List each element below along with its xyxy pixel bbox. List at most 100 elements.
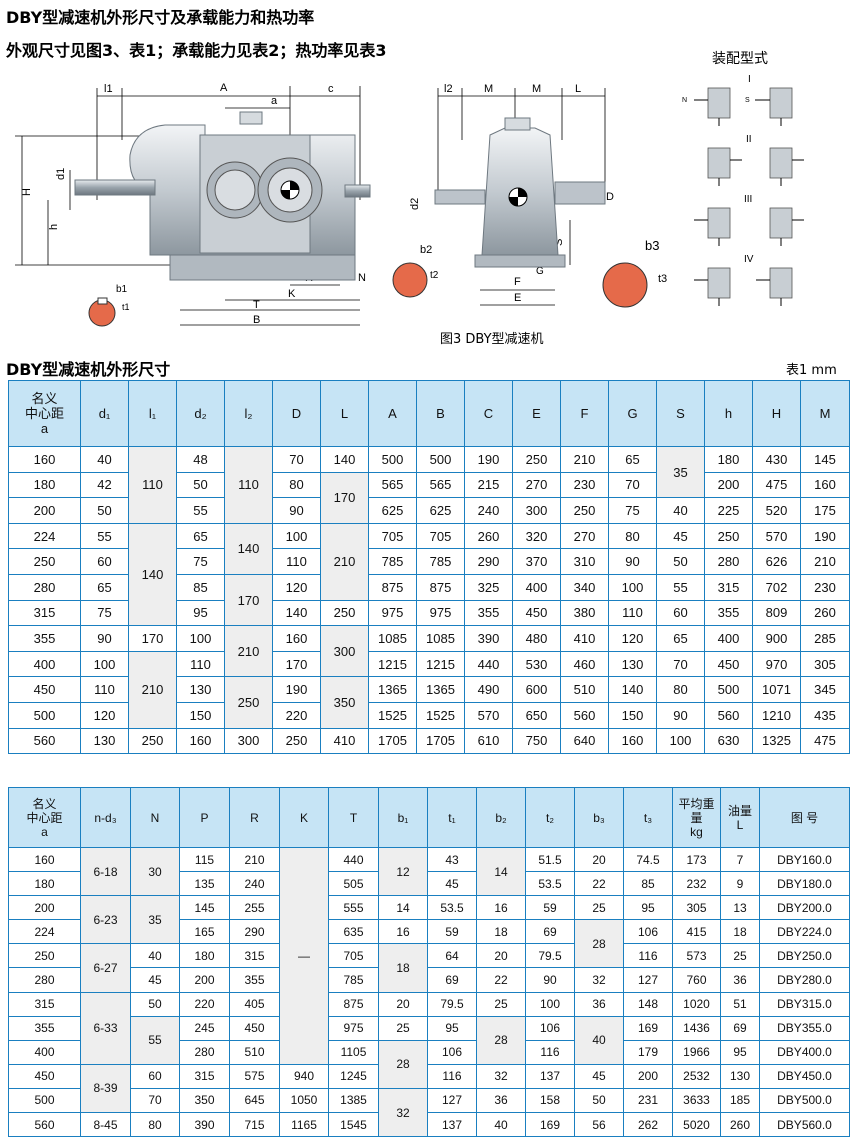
table-cell: 975 <box>416 599 465 627</box>
table-cell: 170 <box>272 650 321 678</box>
table-cell: 785 <box>416 548 465 575</box>
table-cell: 500 <box>8 1087 81 1114</box>
table-cell: 200 <box>8 497 81 524</box>
table-cell: 480 <box>512 625 561 652</box>
dim-label-b2: b2 <box>420 244 432 256</box>
table-cell: 130 <box>608 650 657 678</box>
table-cell: 300 <box>512 497 561 524</box>
table-cell: 705 <box>368 522 417 550</box>
dim-label-N: N <box>358 272 366 284</box>
table-cell: 510 <box>229 1039 280 1065</box>
table-cell: 90 <box>80 625 129 652</box>
table-cell: 460 <box>560 650 609 678</box>
table-cell: 40 <box>476 1112 526 1138</box>
table-cell: 345 <box>800 676 850 703</box>
table-cell: 250 <box>320 599 369 627</box>
table-cell: DBY160.0 <box>759 846 850 873</box>
table-cell: DBY450.0 <box>759 1063 850 1089</box>
table-cell: 43 <box>427 846 477 873</box>
table-cell: 145 <box>800 446 850 473</box>
assembly-roman-2: II <box>746 134 752 145</box>
table-row: 355 90 170 100 210 160 300 1085 1085 390… <box>8 625 850 678</box>
col-header: b₁ <box>378 787 428 848</box>
table-row: 250 6-27 40 180 315 705 18 64 20 79.5 11… <box>8 943 850 993</box>
table-cell: 630 <box>704 727 753 755</box>
table-cell: 60 <box>656 599 705 627</box>
table-cell: 135 <box>179 871 230 897</box>
dimension-table: 名义 中心距 a d₁ l₁ d₂ l₂ D L A B C E F G S h… <box>8 380 850 755</box>
col-header: F <box>560 380 609 447</box>
table-cell: 100 <box>525 991 575 1017</box>
table-row: 224 55 140 65 140 100 210 705 705 260 32… <box>8 522 850 627</box>
table-cell: 475 <box>752 471 801 499</box>
table-cell: 250 <box>560 497 609 524</box>
table-cell: 90 <box>525 967 575 993</box>
dim-label-b1: b1 <box>116 284 128 295</box>
table-cell: 190 <box>464 446 513 473</box>
table-cell: 110 <box>272 548 321 575</box>
table-cell: 53.5 <box>525 871 575 897</box>
table-cell: 1525 <box>368 701 417 729</box>
arrow-letter-S: S <box>745 97 750 104</box>
table-cell: 40 <box>574 1015 624 1065</box>
col-header: t₁ <box>427 787 477 848</box>
table-cell: 370 <box>512 548 561 575</box>
table-cell: 1085 <box>368 625 417 652</box>
table-cell: 116 <box>525 1039 575 1065</box>
table-cell: 51.5 <box>525 846 575 873</box>
table-cell: 5020 <box>672 1112 721 1138</box>
table-cell: 250 <box>704 522 753 550</box>
table-cell: 28 <box>574 919 624 969</box>
table-cell: 573 <box>672 943 721 969</box>
table-cell: 18 <box>720 919 760 945</box>
table-cell: 100 <box>176 625 225 652</box>
dim-label-S: S <box>553 239 565 246</box>
assembly-roman-3: III <box>744 194 752 205</box>
table-cell: 69 <box>720 1015 760 1041</box>
assembly-title: 装配型式 <box>712 51 768 67</box>
table-cell: DBY200.0 <box>759 895 850 921</box>
table-cell: 355 <box>464 599 513 627</box>
dim-label-t3: t3 <box>658 273 667 285</box>
table-cell: 75 <box>176 548 225 575</box>
table-cell: 355 <box>8 625 81 652</box>
table-cell: 127 <box>623 967 673 993</box>
table-cell: 65 <box>656 625 705 652</box>
table-cell: 560 <box>8 727 81 755</box>
table-cell: 1085 <box>416 625 465 652</box>
assembly-roman-4: IV <box>744 254 754 265</box>
table-cell: 140 <box>272 599 321 627</box>
table-cell: 250 <box>128 727 177 755</box>
table-cell: 85 <box>176 573 225 601</box>
table-cell: 490 <box>464 676 513 703</box>
table-cell: 165 <box>179 919 230 945</box>
table-cell: 160 <box>176 727 225 755</box>
table-cell: 355 <box>229 967 280 993</box>
table-cell: 160 <box>8 846 81 873</box>
table-cell: 95 <box>176 599 225 627</box>
table-cell: 80 <box>656 676 705 703</box>
table-cell: 32 <box>476 1063 526 1089</box>
table-cell: 500 <box>704 676 753 703</box>
table-cell: 280 <box>179 1039 230 1065</box>
table-cell: 120 <box>80 701 129 729</box>
table-cell: 35 <box>130 895 180 945</box>
table-cell: 25 <box>720 943 760 969</box>
table-cell: 160 <box>608 727 657 755</box>
table-cell: 6-33 <box>80 991 131 1065</box>
table-cell: 170 <box>320 471 369 524</box>
capacity-table: 名义 中心距 a n-d₃ N P R K T b₁ t₁ b₂ t₂ b₃ t… <box>8 787 850 1138</box>
table-cell: 6-27 <box>80 943 131 993</box>
col-header: d₂ <box>176 380 225 447</box>
table-cell: 1245 <box>328 1063 379 1089</box>
table-cell: 355 <box>8 1015 81 1041</box>
table-row: 200 50 55 90 625 625 240 300 250 75 40 2… <box>8 497 850 524</box>
table-cell: 875 <box>328 991 379 1017</box>
table-cell: 645 <box>229 1087 280 1114</box>
table-cell: 148 <box>623 991 673 1017</box>
table-cell: 450 <box>229 1015 280 1041</box>
table-cell: 560 <box>704 701 753 729</box>
dim-label-t1: t1 <box>122 302 130 312</box>
table-cell: 59 <box>427 919 477 945</box>
dim-label-F: F <box>514 276 521 288</box>
